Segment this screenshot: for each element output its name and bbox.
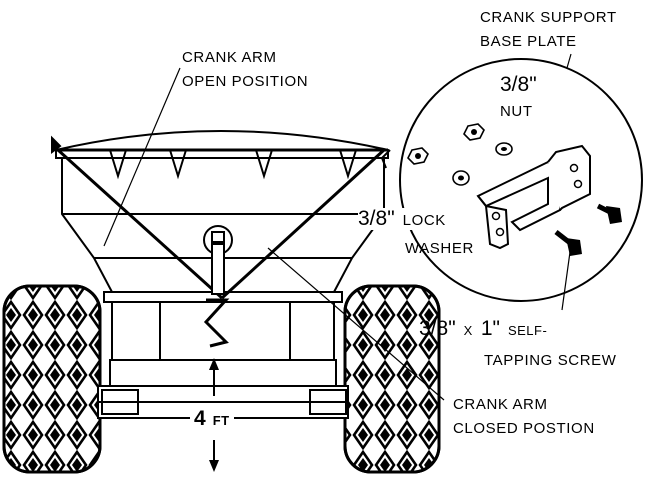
screw-size-a: 3/8" xyxy=(419,317,456,340)
screw-size-b: 1" xyxy=(480,317,500,340)
hardware-detail-circle xyxy=(399,58,643,311)
crank-open-label-2: OPEN POSITION xyxy=(182,73,309,90)
hopper xyxy=(51,130,391,348)
crank-support-label-2: BASE PLATE xyxy=(480,33,577,50)
left-tire xyxy=(2,284,102,474)
nut-label: NUT xyxy=(500,103,533,120)
lock-label: LOCK xyxy=(402,212,446,229)
crank-open-label-1: CRANK ARM xyxy=(182,49,277,66)
lock-washer-label-row: 3/8" LOCK xyxy=(358,208,446,230)
screw-x: X xyxy=(463,323,473,338)
nut-size-label: 3/8" xyxy=(500,73,537,96)
crank-closed-label-1: CRANK ARM xyxy=(453,396,548,413)
dimension-label: 4 FT xyxy=(190,408,234,430)
screw-self: SELF- xyxy=(507,323,548,338)
screw-label-2: TAPPING SCREW xyxy=(484,352,617,369)
washer-label: WASHER xyxy=(405,240,474,257)
screw-label-row: 3/8" X 1" SELF- xyxy=(419,318,547,340)
axle-frame xyxy=(97,291,349,419)
dimension-value: 4 xyxy=(194,407,206,430)
lock-size-label: 3/8" xyxy=(358,207,395,230)
dimension-unit: FT xyxy=(212,413,230,428)
crank-closed-label-2: CLOSED POSTION xyxy=(453,420,595,437)
crank-support-label-1: CRANK SUPPORT xyxy=(480,9,617,26)
right-tire xyxy=(343,284,441,474)
dimension-marker xyxy=(209,358,219,472)
